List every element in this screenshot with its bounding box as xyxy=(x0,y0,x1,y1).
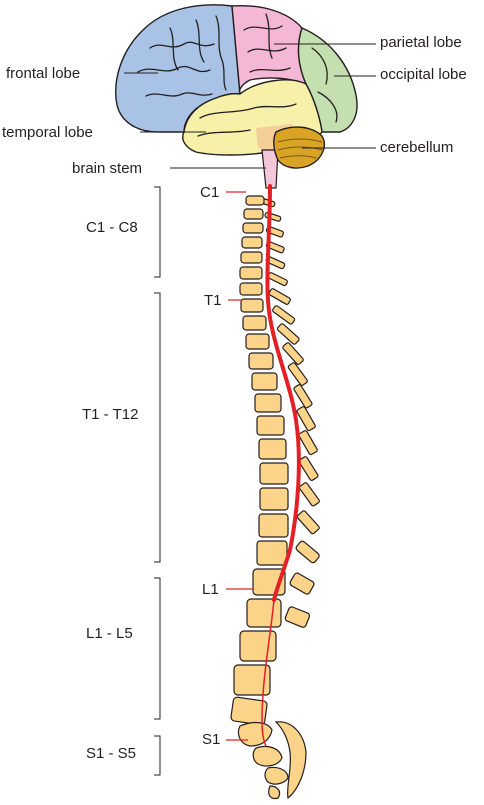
vertebral-bodies xyxy=(230,195,307,800)
spinal-cord xyxy=(265,184,301,602)
cervical-region-label: C1 - C8 xyxy=(86,219,138,236)
cerebellum-label: cerebellum xyxy=(380,139,453,156)
parietal-lobe-label: parietal lobe xyxy=(380,34,462,51)
cerebellum-folia xyxy=(277,138,323,159)
lumbar-bracket xyxy=(154,577,161,720)
level-markers: C1 T1 L1 S1 xyxy=(200,184,254,748)
region-brackets: C1 - C8 T1 - T12 L1 - L5 S1 - S5 xyxy=(82,186,161,776)
spinous-processes xyxy=(260,197,320,628)
sacral-bracket xyxy=(154,735,161,776)
brain-gyri xyxy=(137,13,338,137)
c1-marker-label: C1 xyxy=(200,184,219,201)
brain-stem xyxy=(261,149,279,189)
vertebral-column xyxy=(230,184,320,800)
brain-stem-label: brain stem xyxy=(72,160,142,177)
sacral-region-label: S1 - S5 xyxy=(86,745,136,762)
frontal-lobe-label: frontal lobe xyxy=(6,65,80,82)
cauda-equina xyxy=(261,599,275,747)
occipital-lobe-label: occipital lobe xyxy=(380,66,467,83)
thoracic-bracket xyxy=(154,292,161,563)
cervical-bracket xyxy=(154,186,161,278)
occipital-lobe xyxy=(297,27,358,133)
cerebellum xyxy=(273,126,326,169)
brain xyxy=(115,4,358,189)
lumbar-region-label: L1 - L5 xyxy=(86,625,133,642)
brain-labels: frontal lobe parietal lobe occipital lob… xyxy=(2,34,467,177)
temporal-lobe-label: temporal lobe xyxy=(2,124,93,141)
s1-marker-label: S1 xyxy=(202,731,220,748)
l1-marker-label: L1 xyxy=(202,581,219,598)
t1-marker-label: T1 xyxy=(204,292,222,309)
thoracic-region-label: T1 - T12 xyxy=(82,406,138,423)
